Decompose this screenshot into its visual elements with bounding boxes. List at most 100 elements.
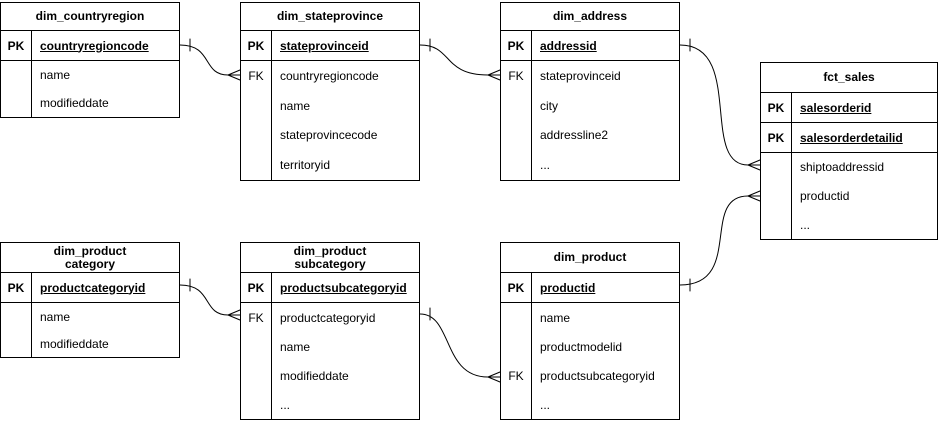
edge-line [679, 195, 749, 286]
pk-badge: PK [1, 273, 32, 302]
table-dim-product-category[interactable]: dim_product category PK productcategoryi… [0, 242, 180, 358]
fk-badge: FK [501, 361, 532, 390]
field-label: name [540, 310, 571, 325]
fk-badge: FK [501, 61, 532, 91]
field-label: territoryid [280, 158, 331, 173]
field-label: countryregioncode [280, 68, 379, 83]
table-dim-countryregion[interactable]: dim_countryregion PK countryregioncode n… [0, 2, 180, 118]
pk-badge: PK [761, 123, 792, 152]
table-title-text: fct_sales [823, 70, 875, 84]
row-productsubcategoryid: FK productsubcategoryid [501, 361, 679, 390]
field-label: productsubcategoryid [540, 368, 655, 383]
table-fct-sales[interactable]: fct_sales PK salesorderid PK salesorderd… [760, 62, 938, 240]
field-label: productmodelid [540, 339, 623, 354]
table-title-text-line1: dim_product [53, 243, 127, 258]
relationship-subcategory-product[interactable] [419, 307, 501, 383]
table-title: dim_stateprovince [241, 3, 419, 31]
relationship-stateprovince-address[interactable] [419, 38, 501, 81]
crow-foot-many-icon [487, 371, 501, 383]
row-productmodelid: productmodelid [501, 332, 679, 361]
table-title-text-line2: category [64, 256, 116, 271]
relationship-countryregion-stateprovince[interactable] [179, 38, 241, 81]
table-title: dim_address [501, 3, 679, 31]
key-cell [241, 332, 272, 361]
relationship-product-fctsales[interactable] [679, 190, 761, 292]
row-stateprovinceid: PK stateprovinceid [241, 31, 419, 61]
row-ellipsis: ... [501, 150, 679, 180]
row-modifieddate: modifieddate [1, 330, 179, 357]
table-dim-product-subcategory[interactable]: dim_product subcategory PK productsubcat… [240, 242, 420, 420]
table-title: fct_sales [761, 63, 937, 93]
field-label: addressid [540, 38, 597, 53]
field-label: productid [540, 280, 596, 295]
field-label: modifieddate [40, 336, 109, 351]
key-cell [1, 330, 32, 357]
row-salesorderid: PK salesorderid [761, 93, 937, 123]
table-title-text: dim_product [553, 250, 627, 264]
field-label: productid [800, 189, 850, 203]
field-label: salesorderdetailid [800, 130, 903, 145]
key-cell [501, 90, 532, 121]
key-cell [501, 303, 532, 332]
key-cell [501, 332, 532, 361]
row-shiptoaddressid: shiptoaddressid [761, 153, 937, 182]
pk-badge: PK [761, 93, 792, 122]
table-dim-product[interactable]: dim_product PK productid name productmod… [500, 242, 680, 420]
table-title: dim_product category [1, 243, 179, 273]
table-title-text-line2: subcategory [294, 256, 366, 271]
field-label: name [280, 339, 311, 354]
fk-badge: FK [241, 303, 272, 332]
edge-line [419, 44, 489, 76]
edge-line [679, 44, 749, 166]
key-cell [501, 150, 532, 180]
row-city: city [501, 90, 679, 121]
field-label: stateprovinceid [280, 38, 369, 53]
edge-line [179, 44, 229, 76]
crow-foot-many-icon [487, 69, 501, 81]
key-cell [241, 150, 272, 180]
table-dim-address[interactable]: dim_address PK addressid FK stateprovinc… [500, 2, 680, 181]
edge-line [179, 284, 229, 316]
key-cell [761, 181, 792, 211]
field-label: modifieddate [280, 368, 349, 383]
relationship-address-fctsales[interactable] [679, 38, 761, 171]
edge-line [419, 313, 489, 378]
table-title: dim_product subcategory [241, 243, 419, 273]
fk-badge: FK [241, 61, 272, 91]
pk-badge: PK [241, 273, 272, 302]
relationship-category-subcategory[interactable] [179, 278, 241, 321]
crow-foot-many-icon [227, 309, 241, 321]
field-label: city [540, 98, 558, 113]
row-stateprovincecode: stateprovincecode [241, 120, 419, 151]
field-label: name [40, 68, 71, 82]
field-label: stateprovinceid [540, 68, 621, 83]
field-label: salesorderid [800, 100, 872, 115]
table-title-text: dim_address [552, 9, 628, 23]
table-title: dim_countryregion [1, 3, 179, 31]
table-title-text: dim_stateprovince [276, 9, 384, 23]
field-label: productcategoryid [280, 310, 376, 325]
field-label: ... [540, 397, 551, 412]
row-stateprovinceid: FK stateprovinceid [501, 61, 679, 91]
key-cell [1, 89, 32, 117]
key-cell [241, 90, 272, 121]
row-name: name [241, 332, 419, 361]
field-label: name [40, 309, 71, 324]
key-cell [241, 361, 272, 390]
field-label: productcategoryid [40, 280, 146, 295]
row-modifieddate: modifieddate [241, 361, 419, 390]
row-salesorderdetailid: PK salesorderdetailid [761, 123, 937, 153]
table-dim-stateprovince[interactable]: dim_stateprovince PK stateprovinceid FK … [240, 2, 420, 181]
table-title: dim_product [501, 243, 679, 273]
field-label: productsubcategoryid [280, 280, 407, 295]
row-modifieddate: modifieddate [1, 89, 179, 117]
pk-badge: PK [1, 31, 32, 60]
row-countryregioncode: FK countryregioncode [241, 61, 419, 91]
row-name: name [1, 303, 179, 330]
pk-badge: PK [501, 31, 532, 60]
key-cell [241, 390, 272, 419]
crow-foot-many-icon [747, 159, 761, 171]
row-name: name [501, 303, 679, 332]
